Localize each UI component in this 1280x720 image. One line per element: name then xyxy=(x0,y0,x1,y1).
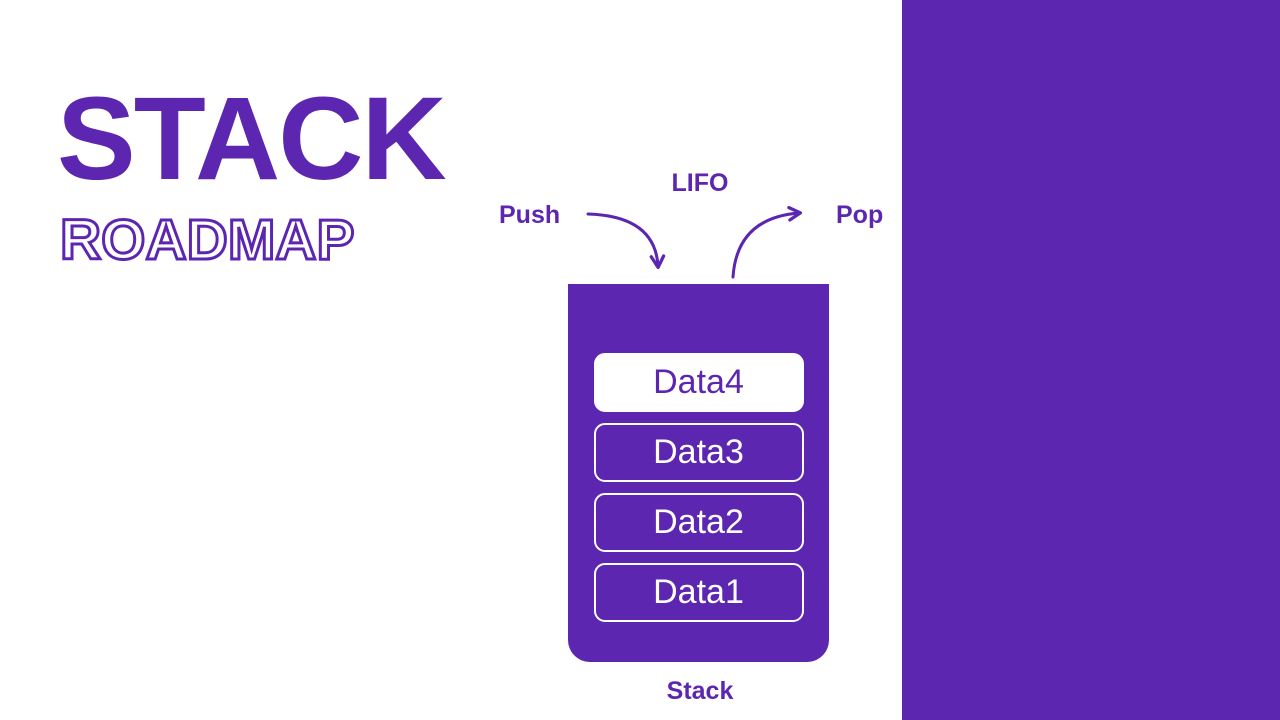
stack-item-data4: Data4 xyxy=(593,353,804,412)
push-label: Push xyxy=(499,201,561,229)
page-title: STACK xyxy=(57,73,447,205)
right-accent-panel xyxy=(902,0,1280,720)
push-pop-arrows xyxy=(586,205,803,279)
pop-arrow-icon xyxy=(731,205,803,279)
page-subtitle: ROADMAP xyxy=(59,208,356,272)
stack-item-data1: Data1 xyxy=(593,563,804,622)
stack-item-data2: Data2 xyxy=(593,493,804,552)
lifo-label: LIFO xyxy=(671,169,729,197)
stack-item-data3: Data3 xyxy=(593,423,804,482)
stack-container: Data4 Data3 Data2 Data1 xyxy=(568,284,829,662)
pop-label: Pop xyxy=(836,201,884,229)
stack-caption: Stack xyxy=(666,677,734,705)
push-arrow-icon xyxy=(586,212,666,270)
